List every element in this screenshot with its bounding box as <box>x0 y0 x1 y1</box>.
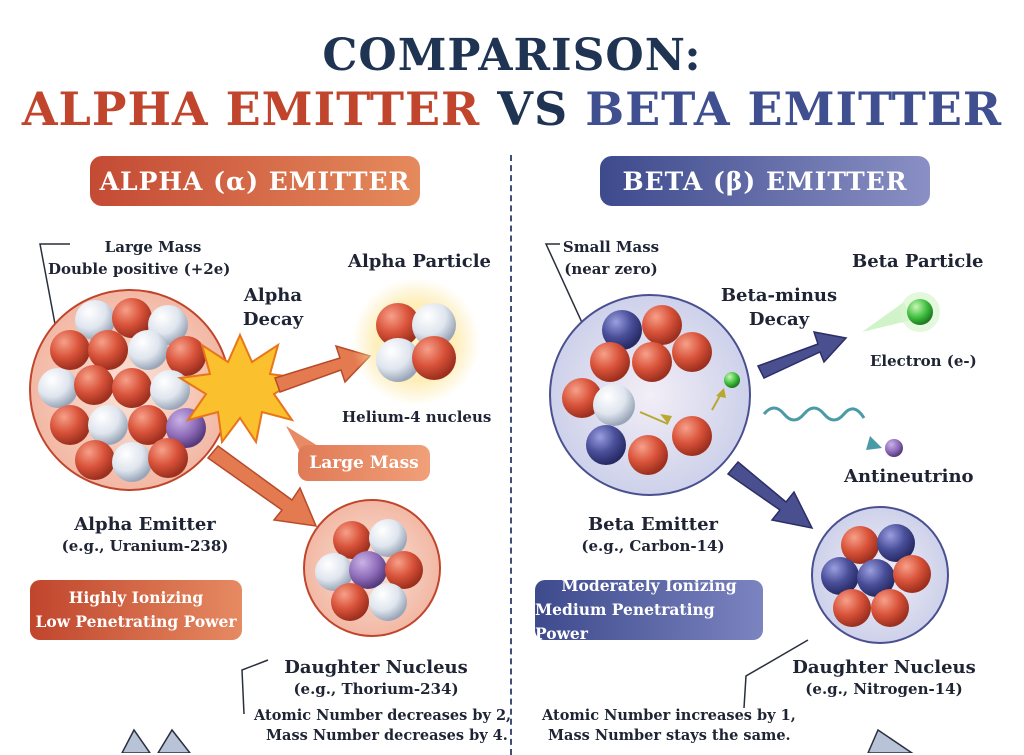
alpha-daughter-nucleus <box>303 499 441 637</box>
page-title-line1: COMPARISON: <box>322 30 702 81</box>
beta-property-line2: Medium Penetrating Power <box>535 600 715 643</box>
alpha-property-line2: Low Penetrating Power <box>35 612 237 631</box>
beta-property-line1: Moderately Ionizing <box>561 576 737 595</box>
alpha-mass-note-line2: Double positive (+2e) <box>48 260 231 278</box>
beta-property-box: Moderately Ionizing Medium Penetrating P… <box>535 576 763 643</box>
alpha-parent-nucleus <box>29 289 231 491</box>
beta-particle-subtitle: Electron (e-) <box>870 352 977 370</box>
alpha-property-line1: Highly Ionizing <box>68 588 204 607</box>
beta-daughter-example: (e.g., Nitrogen-14) <box>805 680 963 698</box>
title-alpha-part: ALPHA EMITTER <box>21 82 481 136</box>
antineutrino-label: Antineutrino <box>844 466 974 487</box>
alpha-change-line2: Mass Number decreases by 4. <box>266 727 508 744</box>
beta-emitter-example: (e.g., Carbon-14) <box>581 537 725 555</box>
alpha-mass-callout-line <box>39 243 70 341</box>
alpha-particle-arrow <box>274 344 372 393</box>
alpha-change-line1: Atomic Number decreases by 2, <box>254 707 512 724</box>
beta-mass-callout-line <box>544 243 591 341</box>
alpha-property-box: Highly Ionizing Low Penetrating Power <box>30 580 242 640</box>
beta-daughter-arrow <box>726 460 814 530</box>
beta-daughter-nucleus <box>811 506 949 644</box>
title-beta-part: BETA EMITTER <box>585 82 1003 136</box>
alpha-banner: ALPHA (α) EMITTER <box>90 156 420 206</box>
alpha-decay-burst-icon <box>177 332 303 445</box>
beta-mass-note-line1: Small Mass <box>562 238 660 256</box>
alpha-emitter-title: Alpha Emitter <box>74 514 216 535</box>
beta-change-note: Atomic Number increases by 1, Mass Numbe… <box>542 706 796 746</box>
alpha-mass-note: Large Mass Double positive (+2e) <box>48 236 278 280</box>
antineutrino-wave-icon <box>762 406 866 422</box>
alpha-daughter-arrow <box>206 444 318 527</box>
beta-mass-note-line2: (near zero) <box>564 260 658 278</box>
alpha-emitter-example: (e.g., Uranium-238) <box>61 537 229 555</box>
beta-change-line1: Atomic Number increases by 1, <box>542 707 796 724</box>
beta-decay-label: Beta-minus Decay <box>714 284 844 332</box>
alpha-emitter-caption: Alpha Emitter (e.g., Uranium-238) <box>40 514 250 557</box>
alpha-bottom-arrow-fragment-2 <box>157 728 191 753</box>
beta-daughter-callout-line <box>743 639 809 709</box>
alpha-decay-label: Alpha Decay <box>228 284 318 332</box>
alpha-daughter-caption: Daughter Nucleus (e.g., Thorium-234) <box>268 657 484 700</box>
antineutrino-icon <box>885 439 903 457</box>
title-vs-part: VS <box>480 82 586 136</box>
alpha-decay-line2: Decay <box>242 309 304 330</box>
alpha-decay-line1: Alpha <box>243 285 303 306</box>
alpha-daughter-callout-line <box>241 659 269 715</box>
beta-daughter-caption: Daughter Nucleus (e.g., Nitrogen-14) <box>776 657 992 700</box>
alpha-particle-icon <box>352 278 480 406</box>
alpha-daughter-title: Daughter Nucleus <box>284 657 468 678</box>
alpha-change-note: Atomic Number decreases by 2, Mass Numbe… <box>254 706 511 746</box>
alpha-particle-title: Alpha Particle <box>348 251 492 272</box>
alpha-mass-note-line1: Large Mass <box>104 238 202 256</box>
beta-particle-icon <box>862 292 940 332</box>
alpha-large-mass-tag: Large Mass <box>298 445 430 481</box>
beta-decay-line2: Decay <box>748 309 810 330</box>
beta-mass-note: Small Mass (near zero) <box>556 236 666 280</box>
alpha-bottom-arrow-fragment <box>121 728 151 753</box>
beta-particle-arrow <box>756 331 848 379</box>
page-title-line2: ALPHA EMITTER VS BETA EMITTER <box>0 82 1024 136</box>
beta-parent-nucleus <box>549 294 751 496</box>
beta-daughter-title: Daughter Nucleus <box>792 657 976 678</box>
beta-bottom-arrow-fragment <box>867 728 914 753</box>
beta-banner: BETA (β) EMITTER <box>600 156 930 206</box>
beta-change-line2: Mass Number stays the same. <box>548 727 791 744</box>
beta-particle-title: Beta Particle <box>852 251 984 272</box>
alpha-daughter-example: (e.g., Thorium-234) <box>293 680 459 698</box>
center-divider <box>510 155 512 755</box>
alpha-particle-subtitle: Helium-4 nucleus <box>342 408 492 426</box>
beta-emitter-title: Beta Emitter <box>587 514 719 535</box>
beta-decay-line1: Beta-minus <box>720 285 838 306</box>
alpha-nucleons <box>38 298 206 482</box>
beta-emitter-caption: Beta Emitter (e.g., Carbon-14) <box>548 514 758 557</box>
